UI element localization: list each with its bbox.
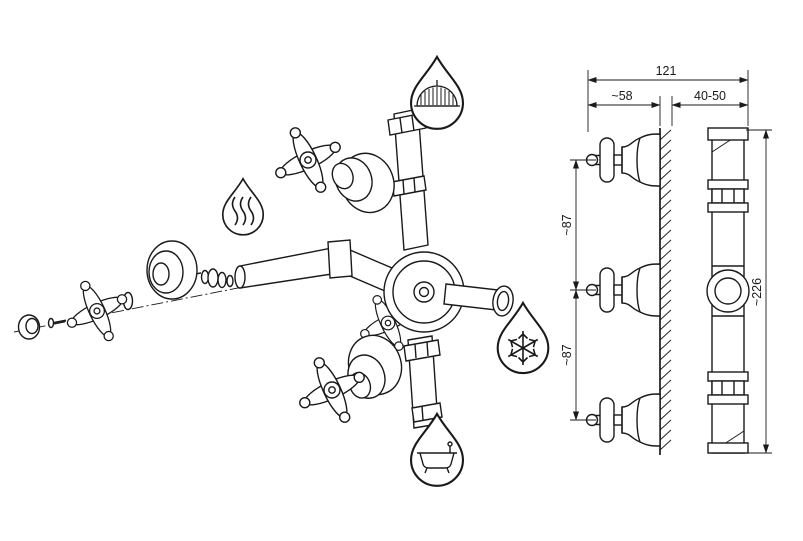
- vertical-pipe-lower: [403, 335, 443, 429]
- bath-droplet: [409, 412, 465, 487]
- vertical-pipe-upper: [387, 108, 429, 251]
- dim-wall-depth-label: 40-50: [694, 89, 726, 103]
- thermostat-dome: [146, 240, 198, 300]
- middle-cross-handle: [66, 280, 128, 342]
- dim-spacing-bottom: ~87: [560, 289, 580, 421]
- dim-wall-depth: 40-50: [671, 89, 749, 109]
- side-handle-top: [585, 133, 661, 187]
- dim-total-width-label: 121: [656, 64, 677, 78]
- wall-section: [659, 128, 672, 455]
- dim-total-width: 121: [587, 64, 749, 84]
- side-handle-bottom: [585, 393, 661, 447]
- hot-droplet: [221, 177, 265, 236]
- bathtub-icon: [417, 441, 457, 474]
- dim-spacing-top-label: ~87: [560, 214, 574, 235]
- cartridge-stack: [194, 268, 234, 289]
- dim-overall-height: ~226: [750, 129, 770, 454]
- upper-cross-handle: [275, 127, 341, 193]
- shower-head-icon: [414, 80, 460, 107]
- dim-handle-projection-label: ~58: [611, 89, 632, 103]
- central-flange: [383, 251, 465, 333]
- side-view: 121 ~58 40-50 ~87 ~87 ~226: [560, 64, 772, 455]
- dim-handle-projection: ~58: [587, 89, 661, 109]
- dim-overall-height-label: ~226: [750, 278, 764, 306]
- side-handle-middle: [585, 263, 661, 317]
- hot-water-icon: [231, 196, 255, 226]
- right-outlet: [443, 283, 514, 317]
- concealed-pipe: [706, 127, 750, 454]
- dimensions: 121 ~58 40-50 ~87 ~87 ~226: [560, 64, 772, 454]
- screw-shaft: [52, 319, 67, 324]
- exploded-view: [13, 55, 550, 487]
- upper-escutcheon: [331, 152, 395, 214]
- dim-spacing-top: ~87: [560, 159, 580, 291]
- dim-spacing-bottom-label: ~87: [560, 344, 574, 365]
- droplet-outline: [221, 177, 265, 236]
- horizontal-body: [234, 239, 393, 296]
- screw-head: [47, 317, 55, 329]
- shower-droplet: [409, 55, 465, 130]
